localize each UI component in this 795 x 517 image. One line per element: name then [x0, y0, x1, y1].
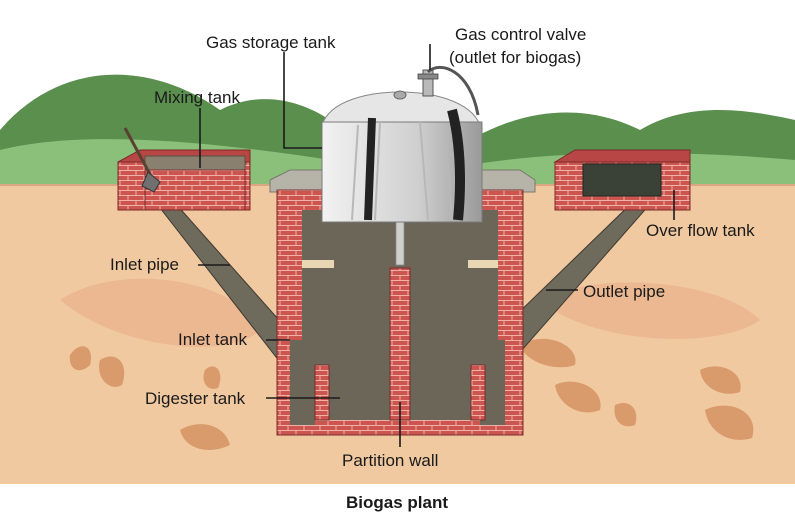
- gas-control-valve: [417, 65, 480, 116]
- label-outlet-pipe: Outlet pipe: [583, 282, 665, 301]
- partition-wall: [389, 267, 411, 421]
- over-flow-tank: [553, 149, 691, 211]
- gas-storage-tank: [321, 90, 483, 223]
- label-gas-control-valve: Gas control valve: [455, 25, 586, 44]
- leader-lines: [198, 44, 675, 447]
- caption-title: Biogas plant: [346, 493, 448, 512]
- label-over-flow-tank: Over flow tank: [646, 221, 755, 240]
- label-partition-wall: Partition wall: [342, 451, 438, 470]
- label-mixing-tank: Mixing tank: [154, 88, 240, 107]
- caption-band: [0, 484, 795, 517]
- label-inlet-tank: Inlet tank: [178, 330, 247, 349]
- label-gas-control-valve-note: (outlet for biogas): [449, 48, 581, 67]
- mixing-tank: [117, 127, 251, 211]
- label-inlet-pipe: Inlet pipe: [110, 255, 179, 274]
- label-digester-tank: Digester tank: [145, 389, 246, 408]
- label-gas-storage-tank: Gas storage tank: [206, 33, 336, 52]
